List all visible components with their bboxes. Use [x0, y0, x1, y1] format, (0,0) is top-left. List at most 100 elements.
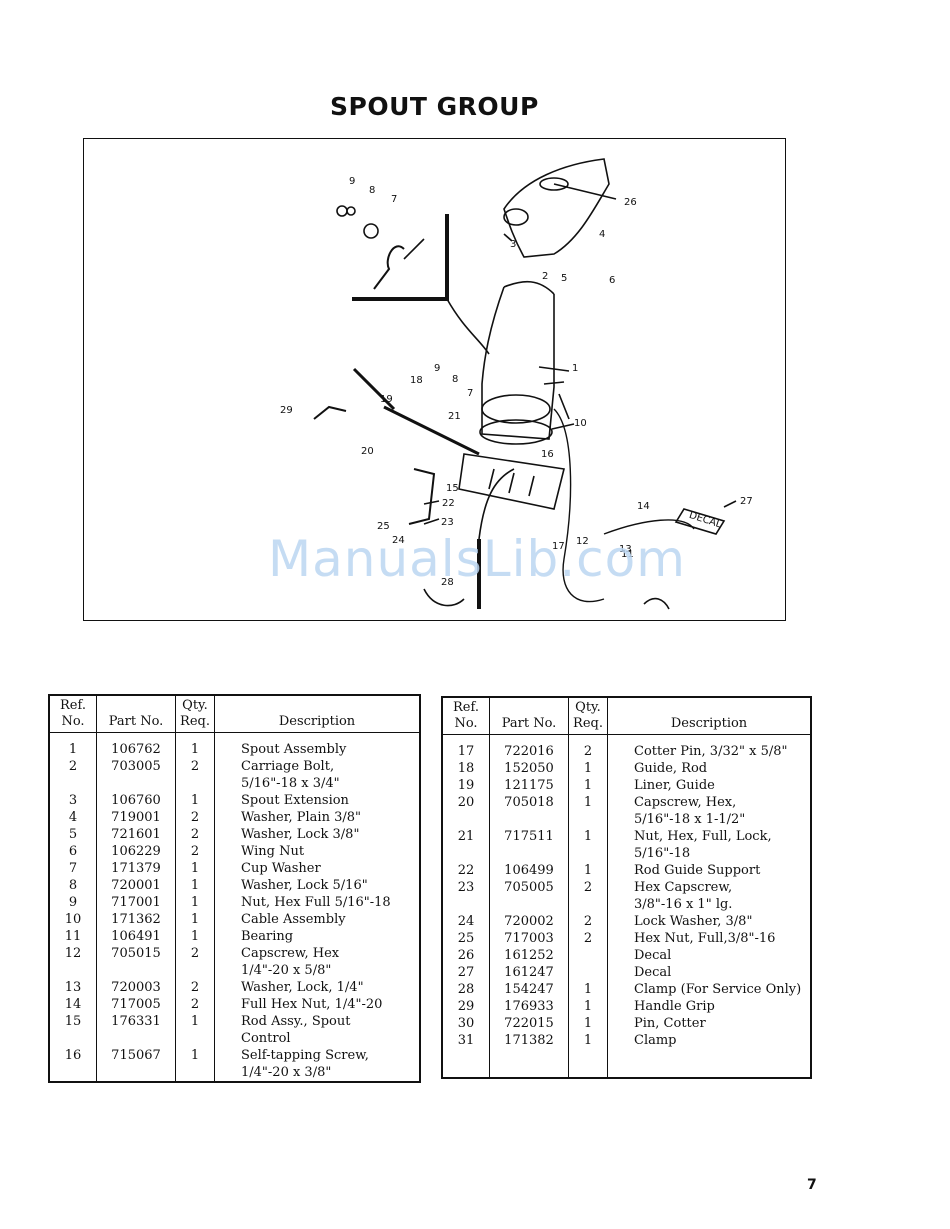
ref-cell — [49, 775, 97, 792]
description-cell: Lock Washer, 3/8" — [634, 914, 753, 929]
page-title: SPOUT GROUP — [330, 92, 539, 121]
part-no-cell: 171382 — [489, 1032, 569, 1049]
description-cell: Full Hex Nut, 1/4"-20 — [241, 997, 383, 1012]
qty-cell: 1 — [568, 794, 608, 811]
description-cell: 5/16"-18 x 3/4" — [241, 776, 340, 791]
callout-5: 5 — [561, 273, 567, 284]
part-no-cell: 705015 — [96, 945, 176, 962]
ref-cell: 21 — [442, 828, 490, 845]
table-header-row: Ref. No. Part No. Qty. Req. Description — [49, 695, 420, 733]
part-no-cell: 703005 — [96, 758, 176, 775]
qty-cell: 1 — [568, 760, 608, 777]
part-no-cell: 121175 — [489, 777, 569, 794]
description-cell: Liner, Guide — [634, 778, 715, 793]
part-no-cell: 717511 — [489, 828, 569, 845]
description-cell: Hex Capscrew, — [634, 880, 733, 895]
part-no-cell: 154247 — [489, 981, 569, 998]
qty-cell — [175, 775, 215, 792]
part-no-cell: 106491 — [96, 928, 176, 945]
description-cell: Handle Grip — [634, 999, 715, 1014]
part-no-cell: 176331 — [96, 1013, 176, 1030]
empty-cell — [442, 1049, 490, 1078]
diagram-callouts: 1 2 3 4 5 6 7 8 9 10 11 12 13 14 15 16 1… — [280, 176, 753, 588]
ref-cell — [442, 845, 490, 862]
ref-cell: 9 — [49, 894, 97, 911]
ref-cell: 25 — [442, 930, 490, 947]
table-header-row: Ref. No. Part No. Qty. Req. Description — [442, 697, 811, 735]
ref-cell: 22 — [442, 862, 490, 879]
description-cell: 1/4"-20 x 5/8" — [241, 963, 332, 978]
ref-cell: 20 — [442, 794, 490, 811]
header-qty-req: Qty. Req. — [175, 695, 215, 733]
callout-26: 26 — [624, 197, 637, 208]
part-no-cell: 717005 — [96, 996, 176, 1013]
callout-17: 17 — [552, 541, 565, 552]
description-cell: Cup Washer — [241, 861, 321, 876]
table-row: 1/4"-20 x 3/8" — [49, 1064, 420, 1082]
page-number: 7 — [807, 1177, 817, 1193]
qty-cell: 1 — [568, 981, 608, 998]
callout-2: 2 — [542, 271, 548, 282]
ref-cell: 15 — [49, 1013, 97, 1030]
qty-cell: 2 — [175, 758, 215, 775]
part-no-cell — [489, 896, 569, 913]
qty-cell: 1 — [568, 998, 608, 1015]
description-cell: Rod Guide Support — [634, 863, 761, 878]
callout-20: 20 — [361, 446, 374, 457]
description-cell: Capscrew, Hex — [241, 946, 340, 961]
part-no-cell — [96, 1030, 176, 1047]
qty-cell — [568, 947, 608, 964]
ref-cell — [442, 896, 490, 913]
qty-cell: 2 — [175, 945, 215, 962]
description-cell: Washer, Plain 3/8" — [241, 810, 361, 825]
table-row: 3/8"-16 x 1" lg. — [442, 896, 811, 913]
description-cell: Carriage Bolt, — [241, 759, 335, 774]
part-no-cell — [96, 775, 176, 792]
callout-1: 1 — [572, 363, 578, 374]
part-no-cell: 722016 — [489, 734, 569, 760]
callout-3: 3 — [510, 239, 516, 250]
part-no-cell — [96, 1064, 176, 1082]
callout-10: 10 — [574, 418, 587, 429]
qty-cell: 1 — [175, 860, 215, 877]
ref-cell: 6 — [49, 843, 97, 860]
description-cell: Wing Nut — [241, 844, 305, 859]
qty-cell — [568, 964, 608, 981]
qty-cell: 2 — [175, 809, 215, 826]
description-cell: Bearing — [241, 929, 294, 944]
ref-cell: 14 — [49, 996, 97, 1013]
ref-cell: 16 — [49, 1047, 97, 1064]
part-no-cell: 106760 — [96, 792, 176, 809]
header-qty-req: Qty. Req. — [568, 697, 608, 735]
qty-cell — [568, 896, 608, 913]
ref-cell: 10 — [49, 911, 97, 928]
part-no-cell — [96, 962, 176, 979]
table-row: 5/16"-18 x 1-1/2" — [442, 811, 811, 828]
spout-exploded-diagram: 1 2 3 4 5 6 7 8 9 10 11 12 13 14 15 16 1… — [83, 138, 786, 621]
description-cell: Cable Assembly — [241, 912, 346, 927]
part-no-cell: 106229 — [96, 843, 176, 860]
description-cell: Rod Assy., Spout — [241, 1014, 351, 1029]
table-row: Control — [49, 1030, 420, 1047]
part-no-cell: 171362 — [96, 911, 176, 928]
empty-cell — [568, 1049, 608, 1078]
part-no-cell: 705005 — [489, 879, 569, 896]
ref-cell: 30 — [442, 1015, 490, 1032]
callout-13: 13 — [619, 544, 632, 555]
qty-cell: 1 — [175, 1047, 215, 1064]
qty-cell: 2 — [175, 826, 215, 843]
qty-cell: 1 — [175, 1013, 215, 1030]
part-no-cell: 705018 — [489, 794, 569, 811]
description-cell: Washer, Lock, 1/4" — [241, 980, 364, 995]
table-row: 5/16"-18 x 3/4" — [49, 775, 420, 792]
